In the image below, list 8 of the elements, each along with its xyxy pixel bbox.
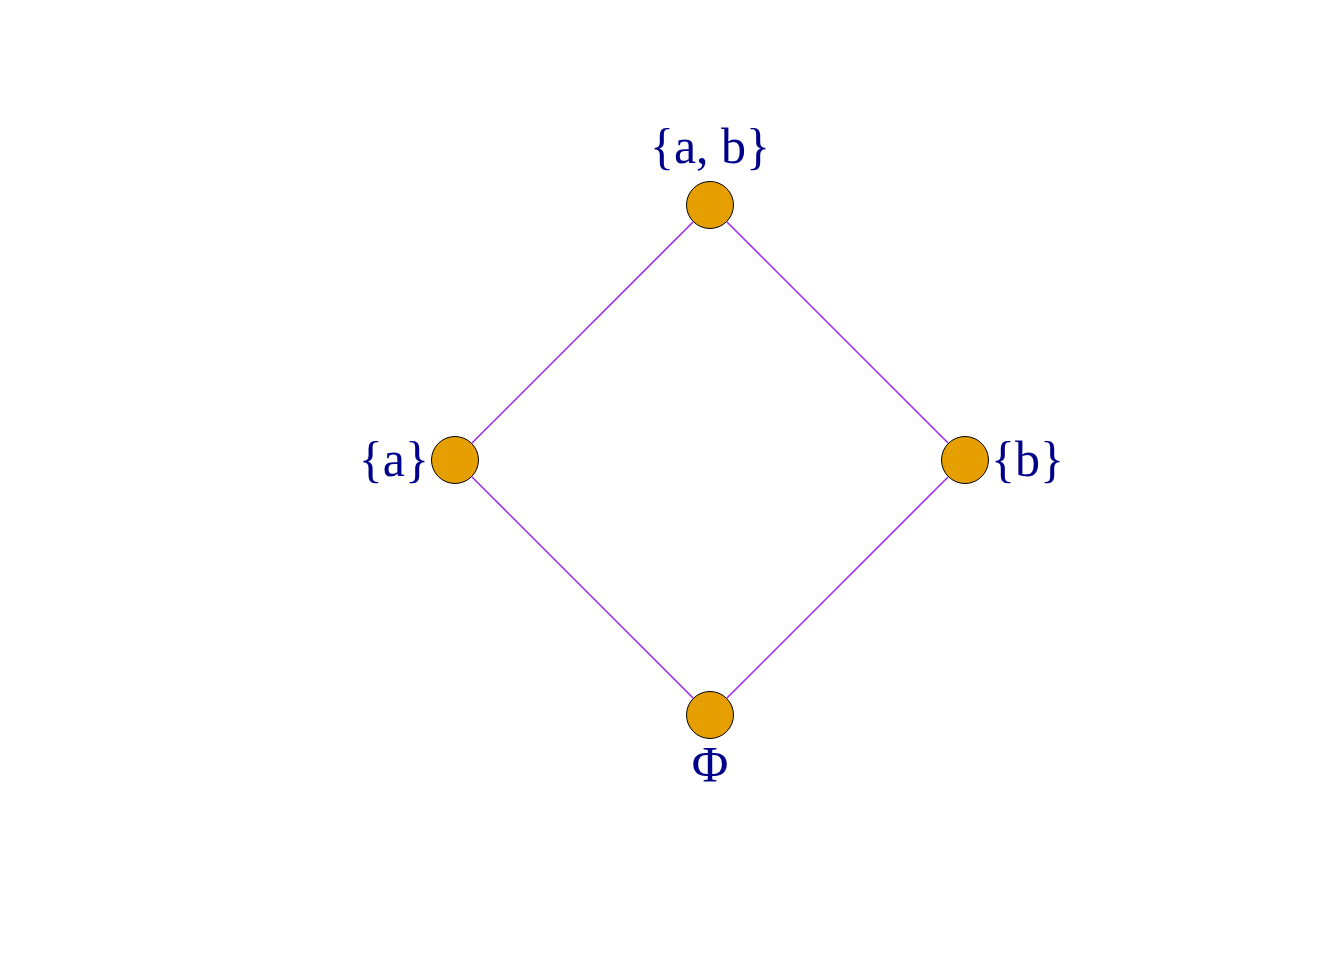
node-label: {a, b} <box>649 121 771 171</box>
node-label: Φ <box>691 739 729 789</box>
node-label: {b} <box>991 434 1064 484</box>
connector-line <box>726 476 949 699</box>
connector-line <box>471 221 694 444</box>
connector-line <box>471 476 694 699</box>
node-label: {a} <box>358 434 429 484</box>
connector-line <box>726 221 949 444</box>
